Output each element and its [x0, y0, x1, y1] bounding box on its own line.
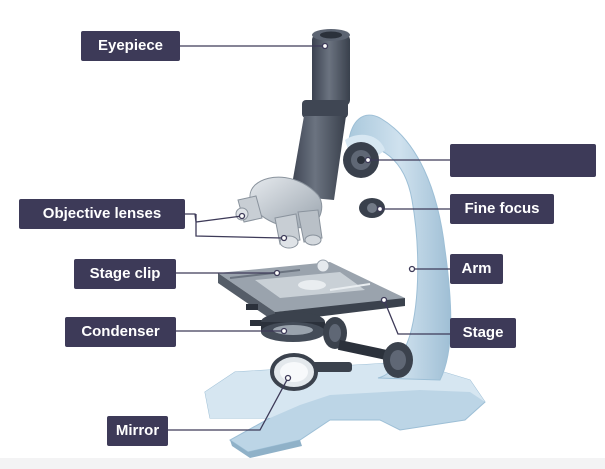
eyepiece-tube — [290, 29, 350, 200]
label-condenser: Condenser — [65, 317, 176, 347]
label-fine-focus: Fine focus — [450, 194, 554, 224]
label-mirror: Mirror — [107, 416, 168, 446]
label-eyepiece: Eyepiece — [81, 31, 180, 61]
label-stage: Stage — [450, 318, 516, 348]
label-stage-clip: Stage clip — [74, 259, 176, 289]
microscope-base — [205, 362, 485, 458]
microscope-stage — [218, 260, 405, 322]
label-arm: Arm — [450, 254, 503, 284]
label-objective-lenses: Objective lenses — [19, 199, 185, 229]
label-coarse-focus — [450, 144, 596, 177]
bottom-strip — [0, 458, 605, 469]
condenser — [261, 312, 325, 342]
